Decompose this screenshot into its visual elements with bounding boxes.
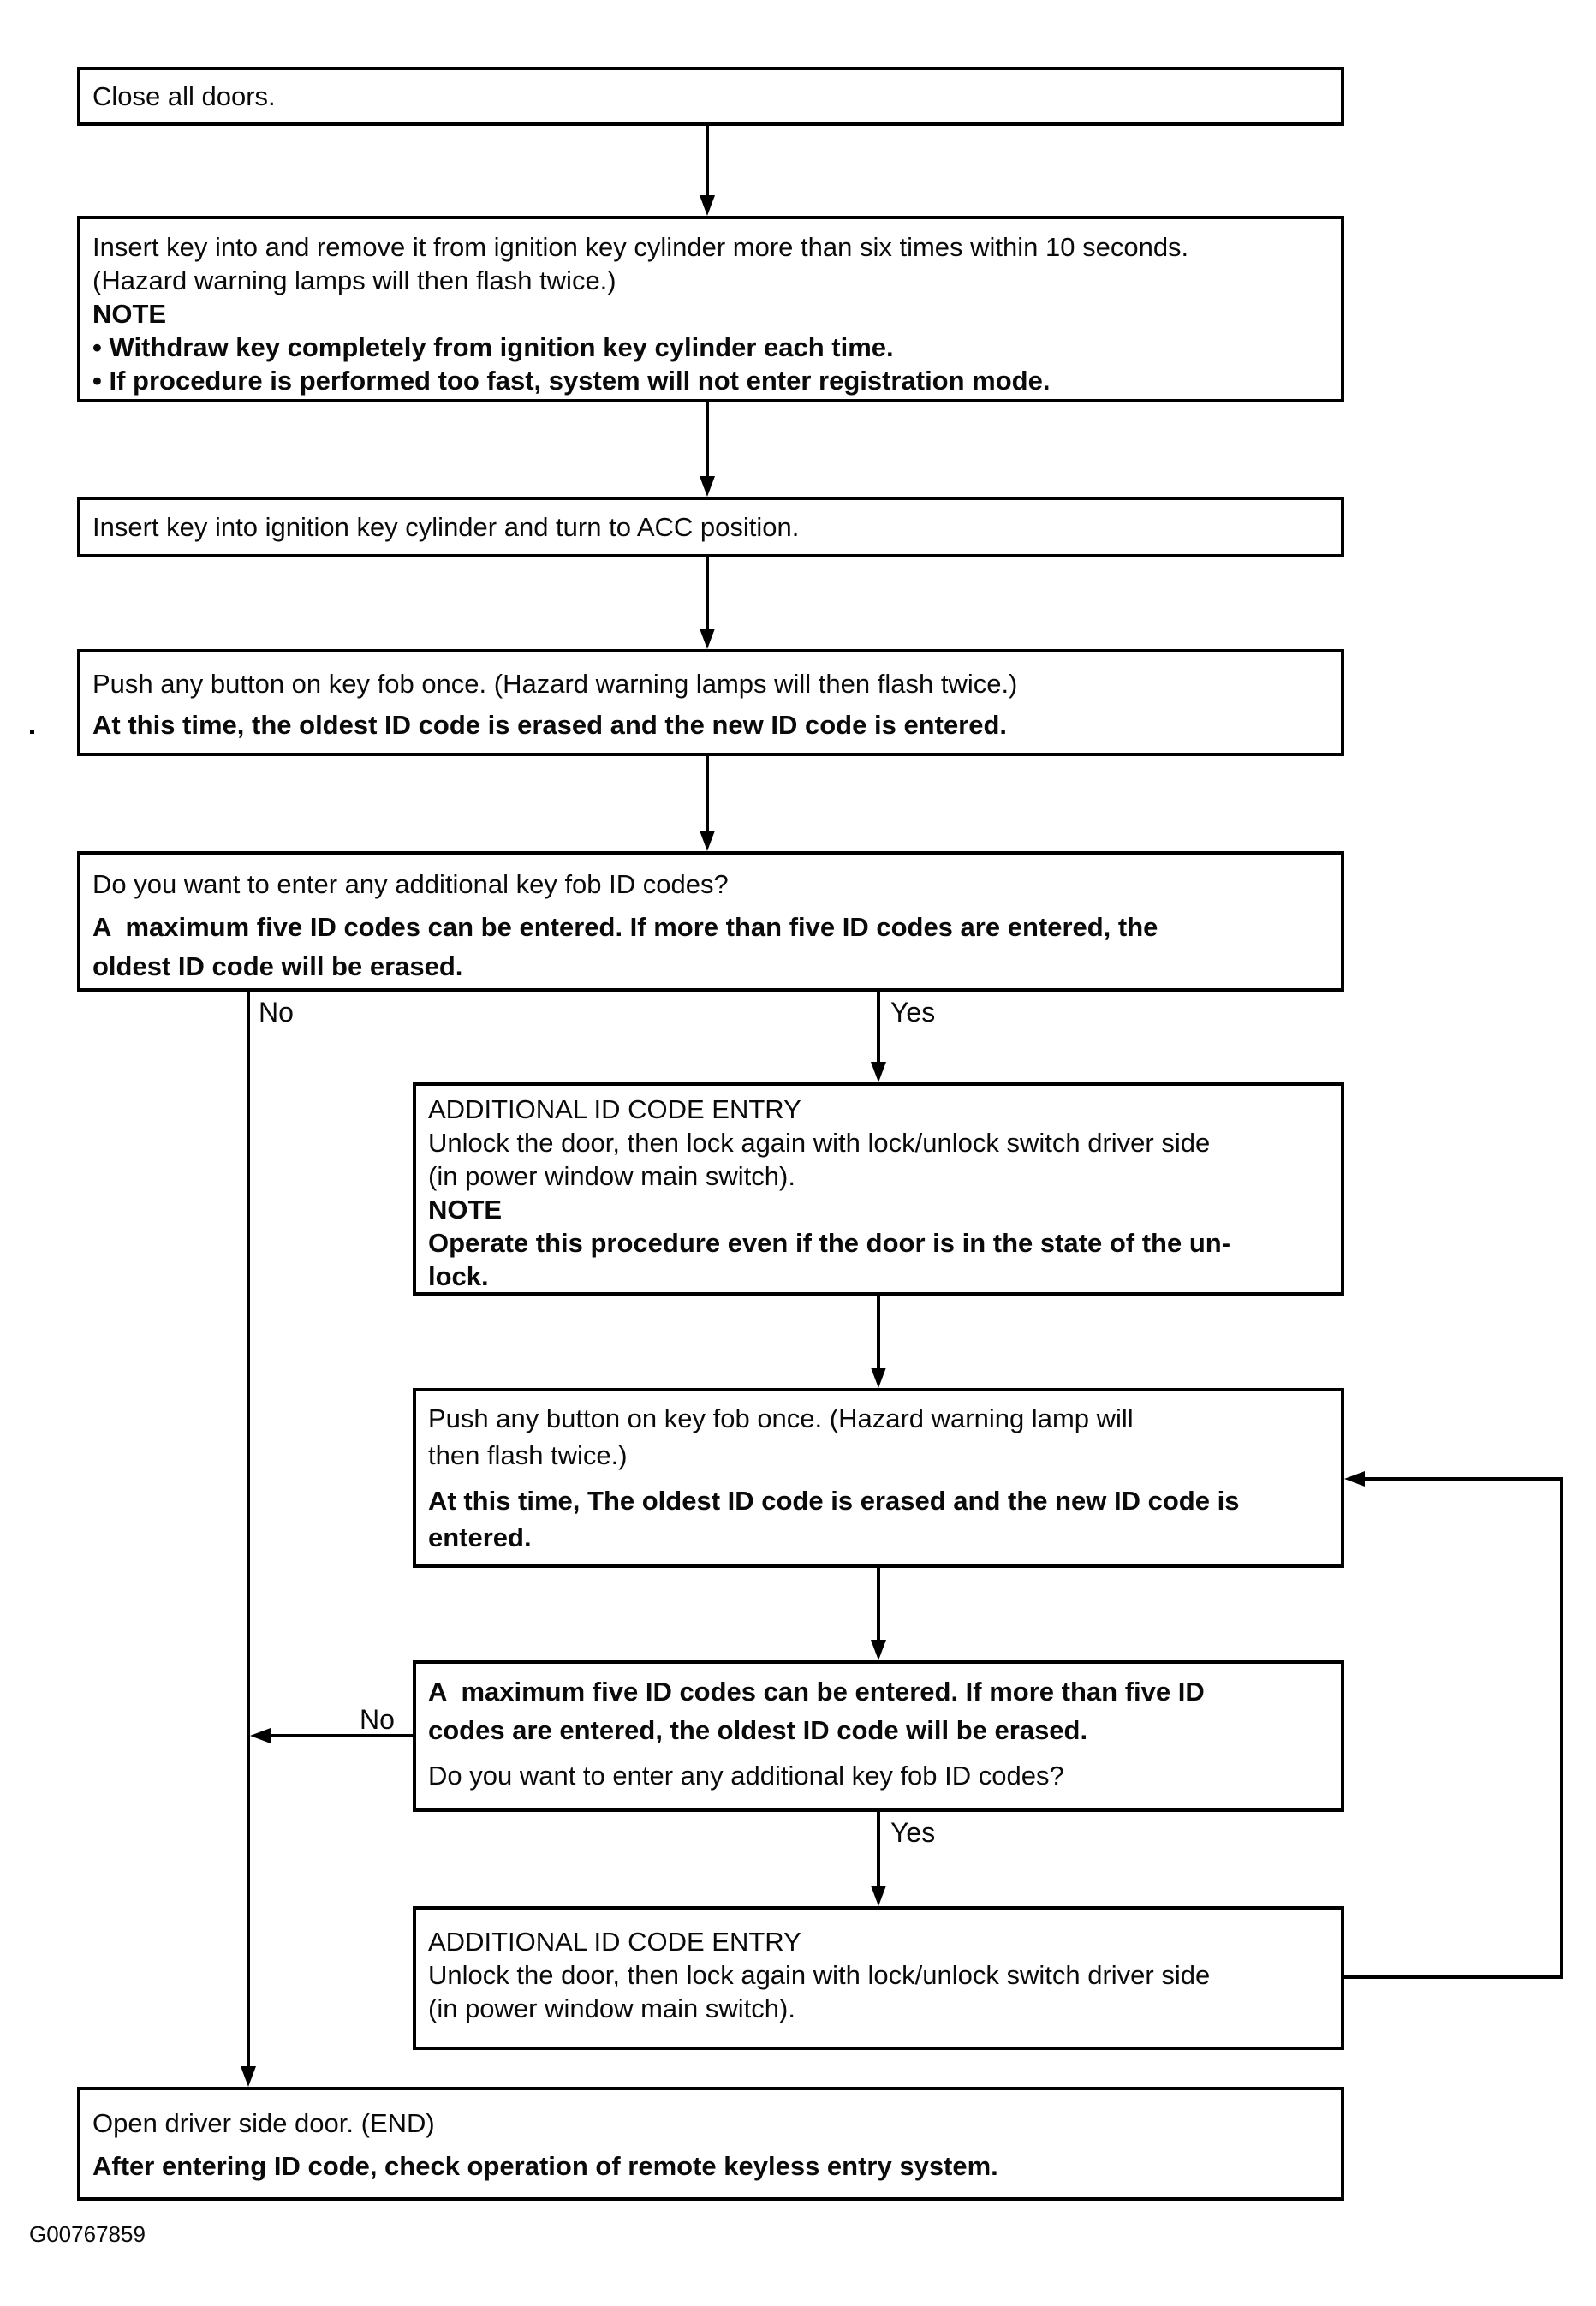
text-line: At this time, The oldest ID code is eras… (428, 1486, 1240, 1516)
step-additional-id-entry-2: ADDITIONAL ID CODE ENTRY Unlock the door… (413, 1906, 1344, 2050)
arrowhead-down-icon (700, 831, 715, 851)
scan-artifact-dot (30, 730, 34, 734)
text-line: A maximum five ID codes can be entered. … (428, 1677, 1205, 1707)
connector-entry1-to-push2 (877, 1296, 880, 1368)
decision-additional-codes-1: Do you want to enter any additional key … (77, 851, 1344, 992)
text-line: Close all doors. (92, 80, 276, 111)
figure-code: G00767859 (29, 2221, 146, 2247)
text-line: NOTE (92, 299, 167, 329)
connector-acc-to-push (706, 557, 709, 629)
step-insert-remove-key: Insert key into and remove it from ignit… (77, 216, 1344, 402)
text-line: (in power window main switch). (428, 1993, 795, 2023)
arrowhead-down-icon (700, 629, 715, 649)
connector-loop-top (1365, 1477, 1563, 1481)
step-open-driver-door: Open driver side door. (END) After enter… (77, 2087, 1344, 2201)
branch-label-yes-2: Yes (890, 1817, 936, 1848)
arrowhead-down-icon (871, 1368, 886, 1388)
connector-push2-to-decision2 (877, 1568, 880, 1640)
connector-no-branch (247, 989, 250, 2066)
text-line: A maximum five ID codes can be entered. … (92, 912, 1158, 942)
text-line: Operate this procedure even if the door … (428, 1228, 1231, 1258)
text-line: ADDITIONAL ID CODE ENTRY (428, 1094, 801, 1124)
branch-label-no-2: No (360, 1704, 395, 1735)
text-line: Push any button on key fob once. (Hazard… (92, 669, 1018, 699)
connector-loop-bottom (1344, 1975, 1563, 1979)
text-line: NOTE (428, 1195, 503, 1225)
arrowhead-down-icon (871, 1886, 886, 1906)
arrowhead-down-icon (241, 2066, 256, 2087)
connector-no-2 (271, 1734, 413, 1737)
text-line: lock. (428, 1261, 489, 1291)
text-line: Insert key into and remove it from ignit… (92, 232, 1189, 262)
text-line: then flash twice.) (428, 1440, 628, 1470)
text-line: Do you want to enter any additional key … (92, 869, 729, 899)
text-line: Open driver side door. (END) (92, 2108, 435, 2138)
text-line: After entering ID code, check operation … (92, 2151, 998, 2181)
connector-close-to-insert (706, 126, 709, 197)
step-push-key-fob-2: Push any button on key fob once. (Hazard… (413, 1388, 1344, 1568)
branch-label-no-1: No (259, 997, 294, 1028)
arrowhead-left-icon (250, 1728, 271, 1743)
text-line: codes are entered, the oldest ID code wi… (428, 1715, 1088, 1745)
arrowhead-down-icon (871, 1062, 886, 1082)
text-line: • Withdraw key completely from ignition … (92, 332, 894, 362)
step-additional-id-entry-1: ADDITIONAL ID CODE ENTRY Unlock the door… (413, 1082, 1344, 1296)
decision-additional-codes-2: A maximum five ID codes can be entered. … (413, 1660, 1344, 1812)
text-line: oldest ID code will be erased. (92, 951, 463, 981)
connector-yes-1 (877, 989, 880, 1062)
step-close-all-doors: Close all doors. (77, 67, 1344, 126)
arrowhead-left-icon (1344, 1471, 1365, 1487)
text-line: Unlock the door, then lock again with lo… (428, 1128, 1211, 1158)
text-line: At this time, the oldest ID code is eras… (92, 710, 1008, 740)
text-line: • If procedure is performed too fast, sy… (92, 366, 1051, 396)
step-turn-to-acc: Insert key into ignition key cylinder an… (77, 497, 1344, 557)
connector-insert-to-acc (706, 402, 709, 476)
arrowhead-down-icon (871, 1640, 886, 1660)
connector-loop-right (1560, 1477, 1563, 1979)
text-line: Push any button on key fob once. (Hazard… (428, 1403, 1134, 1433)
text-line: (in power window main switch). (428, 1161, 795, 1191)
arrowhead-down-icon (700, 195, 715, 216)
text-line: entered. (428, 1522, 532, 1552)
text-line: Do you want to enter any additional key … (428, 1761, 1064, 1791)
text-line: ADDITIONAL ID CODE ENTRY (428, 1927, 801, 1957)
step-push-key-fob: Push any button on key fob once. (Hazard… (77, 649, 1344, 756)
text-line: Unlock the door, then lock again with lo… (428, 1960, 1211, 1990)
connector-push-to-decision (706, 756, 709, 831)
text-line: Insert key into ignition key cylinder an… (92, 511, 800, 542)
branch-label-yes-1: Yes (890, 997, 936, 1028)
text-line: (Hazard warning lamps will then flash tw… (92, 265, 616, 295)
connector-yes-2 (877, 1812, 880, 1886)
arrowhead-down-icon (700, 476, 715, 497)
